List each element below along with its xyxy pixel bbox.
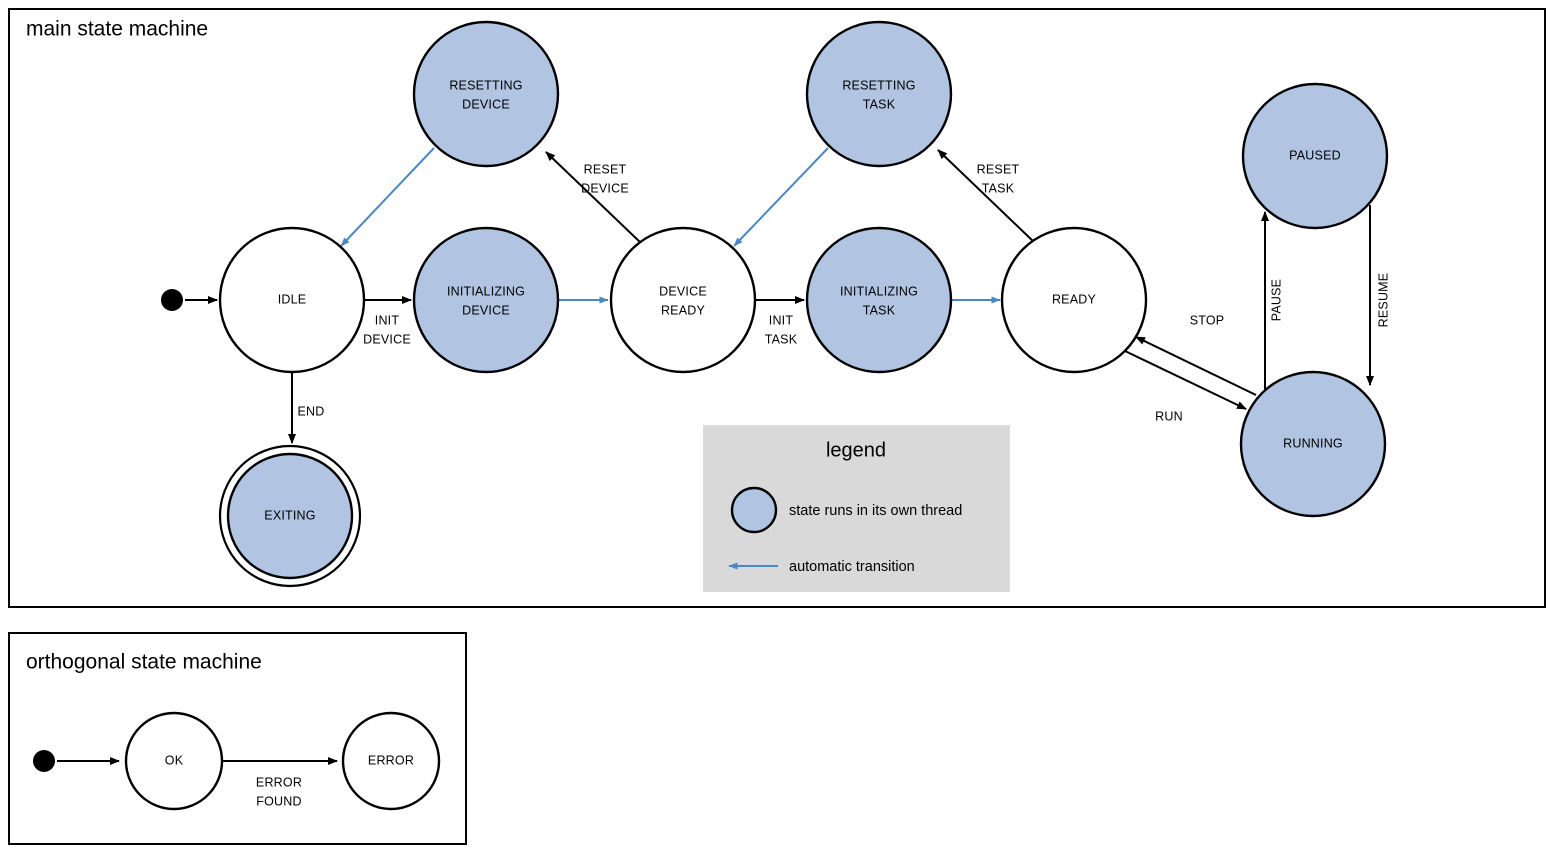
state-device-ready[interactable]: DEVICE READY: [609, 226, 757, 374]
state-initializing-task-shape: [805, 226, 953, 374]
state-running-shape: [1239, 370, 1387, 518]
orthogonal-initial-state-dot: [33, 750, 55, 772]
transition-label-run: RUN: [1155, 409, 1183, 423]
state-paused-shape: [1241, 82, 1389, 230]
state-idle[interactable]: IDLE: [218, 226, 366, 374]
state-device-ready-label-line1: DEVICE: [659, 284, 707, 298]
transition-label-error-found-line1: ERROR: [256, 775, 302, 789]
state-paused[interactable]: PAUSED: [1241, 82, 1389, 230]
legend-item-thread-label: state runs in its own thread: [789, 503, 962, 519]
transition-label-reset-task-line2: TASK: [982, 181, 1015, 195]
state-idle-label: IDLE: [278, 292, 307, 306]
state-ok-shape: [124, 711, 224, 811]
state-initializing-task-label-line1: INITIALIZING: [840, 284, 918, 298]
state-ready[interactable]: READY: [1000, 226, 1148, 374]
legend-title: legend: [826, 439, 886, 461]
state-ok-label: OK: [165, 753, 184, 767]
state-paused-label: PAUSED: [1289, 148, 1341, 162]
state-resetting-device[interactable]: RESETTING DEVICE: [412, 20, 560, 168]
state-error-shape: [341, 711, 441, 811]
transition-label-init-task-line1: INIT: [769, 313, 794, 327]
state-exiting-shape: [226, 452, 354, 580]
transition-running-to-ready: [1135, 336, 1257, 396]
state-resetting-device-label-line2: DEVICE: [462, 97, 510, 111]
state-running-label: RUNNING: [1283, 436, 1343, 450]
state-resetting-device-label-line1: RESETTING: [449, 78, 522, 92]
state-exiting[interactable]: EXITING: [218, 444, 362, 588]
transition-label-resume: RESUME: [1376, 273, 1390, 328]
state-initializing-task[interactable]: INITIALIZING TASK: [805, 226, 953, 374]
transition-label-init-task-line2: TASK: [765, 332, 798, 346]
transition-label-reset-task-line1: RESET: [977, 162, 1020, 176]
main-frame-title: main state machine: [26, 18, 208, 41]
transition-label-reset-device-line1: RESET: [584, 162, 627, 176]
state-initializing-task-label-line2: TASK: [863, 303, 896, 317]
state-resetting-task-label-line1: RESETTING: [842, 78, 915, 92]
state-resetting-task-label-line2: TASK: [863, 97, 896, 111]
transition-label-init-device-line2: DEVICE: [363, 332, 411, 346]
state-resetting-task-shape: [805, 20, 953, 168]
orthogonal-frame-title: orthogonal state machine: [26, 651, 262, 674]
state-exiting-label: EXITING: [264, 508, 315, 522]
state-resetting-device-shape: [412, 20, 560, 168]
transition-label-end: END: [298, 404, 325, 418]
state-ready-label: READY: [1052, 292, 1097, 306]
state-initializing-device-label-line1: INITIALIZING: [447, 284, 525, 298]
transition-ready-to-running: [1124, 350, 1247, 410]
state-device-ready-shape: [609, 226, 757, 374]
transition-label-stop: STOP: [1190, 313, 1225, 327]
legend: legend state runs in its own thread auto…: [703, 425, 1010, 592]
transition-label-error-found-line2: FOUND: [256, 794, 301, 808]
transition-label-reset-device-line2: DEVICE: [581, 181, 629, 195]
legend-thread-state-circle-icon: [730, 486, 778, 534]
main-states-layer: IDLE RESETTING DEVICE INITIALIZING DEVIC…: [218, 20, 1389, 588]
main-transition-labels-layer: INIT DEVICE INIT TASK RESET DEVICE RESET…: [298, 162, 1391, 423]
state-initializing-device-label-line2: DEVICE: [462, 303, 510, 317]
state-device-ready-label-line2: READY: [661, 303, 706, 317]
transition-resetting-task-to-device-ready: [733, 147, 829, 247]
state-error[interactable]: ERROR: [341, 711, 441, 811]
state-running[interactable]: RUNNING: [1239, 370, 1387, 518]
state-idle-shape: [218, 226, 366, 374]
state-ok[interactable]: OK: [124, 711, 224, 811]
transition-resetting-device-to-idle: [340, 147, 435, 247]
main-initial-state-dot: [161, 289, 183, 311]
state-initializing-device[interactable]: INITIALIZING DEVICE: [412, 226, 560, 374]
state-error-label: ERROR: [368, 753, 414, 767]
state-resetting-task[interactable]: RESETTING TASK: [805, 20, 953, 168]
state-ready-shape: [1000, 226, 1148, 374]
transition-device-ready-to-resetting-device: [545, 151, 642, 244]
state-initializing-device-shape: [412, 226, 560, 374]
transition-label-pause: PAUSE: [1269, 279, 1283, 321]
transition-ready-to-resetting-task: [937, 149, 1036, 244]
transition-label-init-device-line1: INIT: [375, 313, 400, 327]
legend-item-auto-label: automatic transition: [789, 559, 915, 575]
